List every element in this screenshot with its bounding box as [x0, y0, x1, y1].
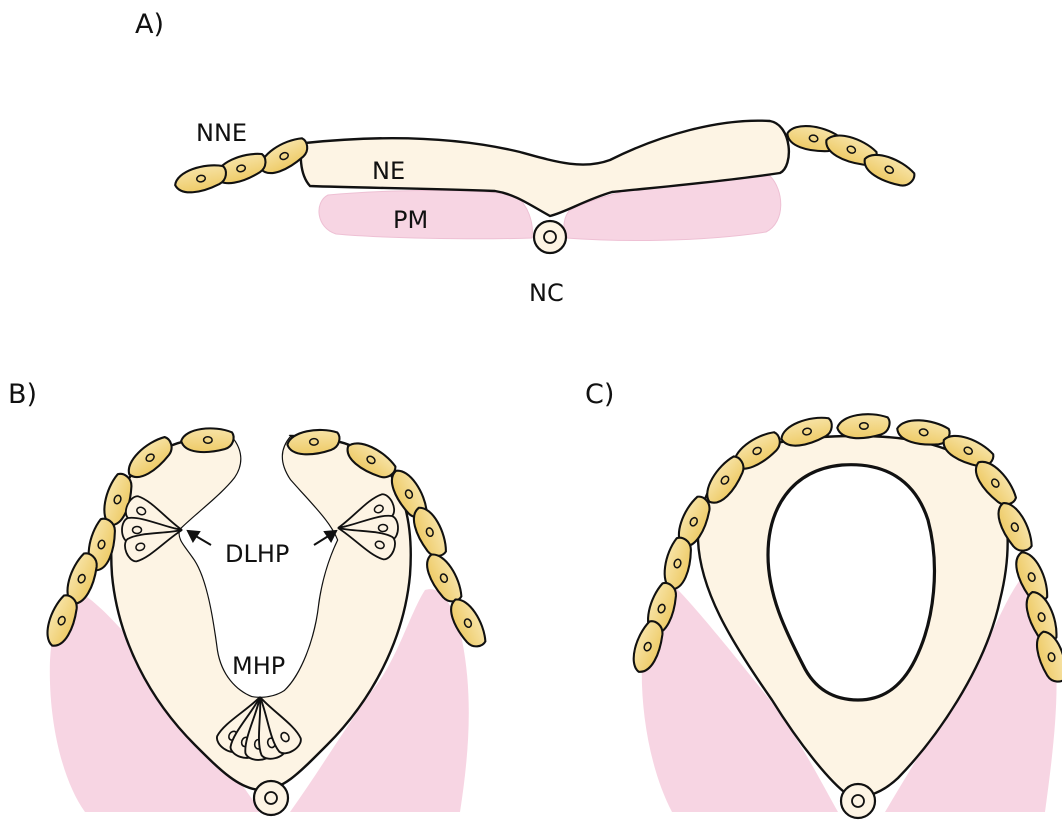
panel-a-notochord	[534, 221, 566, 253]
label-mhp: MHP	[232, 652, 285, 680]
panel-c-label: C)	[585, 379, 614, 410]
label-ne: NE	[372, 157, 405, 185]
label-nc: NC	[529, 279, 564, 307]
panel-b: B)	[8, 379, 489, 815]
panel-b-notochord	[254, 781, 288, 815]
panel-c-notochord	[841, 784, 875, 818]
panel-a-label: A)	[135, 9, 164, 40]
label-nne: NNE	[196, 119, 247, 147]
label-pm: PM	[393, 206, 428, 234]
panel-a-nne-cells-right	[785, 120, 918, 192]
panel-c: C)	[585, 379, 1062, 818]
panel-a: A) NNE NE PM NC	[135, 9, 917, 307]
label-dlhp: DLHP	[225, 540, 289, 568]
panel-b-label: B)	[8, 379, 37, 410]
